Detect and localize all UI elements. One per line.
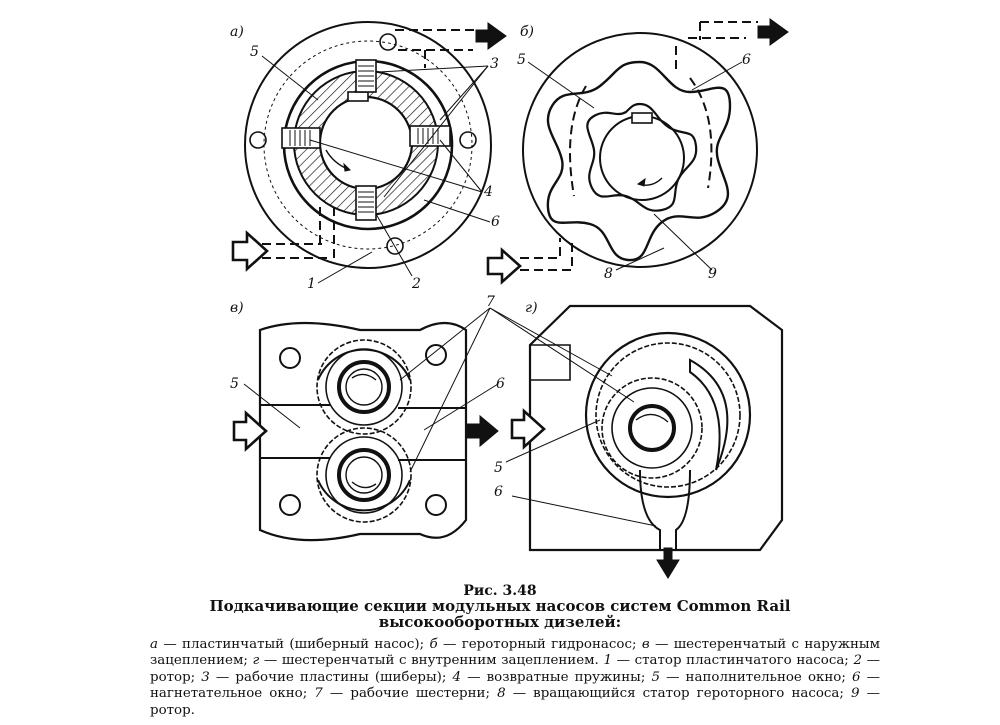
legend-key-7: 7 (314, 686, 323, 702)
legend-text-g: — шестеренчатый с внутренним зацеплением… (259, 653, 604, 669)
crescent-separator (689, 358, 729, 471)
panel-label-v: в) (230, 300, 244, 316)
upper-gear (316, 339, 412, 435)
legend-key-b: б (429, 637, 438, 652)
panel-label-g: г) (525, 300, 538, 316)
legend-text-4: — возвратные пружины; (461, 669, 652, 685)
inlet-channel (260, 404, 330, 459)
housing-bolt-br (425, 494, 447, 516)
legend-text-a: — пластинчатый (шиберный насос); (157, 637, 430, 652)
legend-text-8: — вращающийся статор героторного насоса; (505, 686, 851, 702)
figure-title-line-2: высокооборотных дизелей: (378, 613, 622, 631)
internal-pump-housing (528, 304, 784, 552)
housing-bolt-tl (279, 347, 301, 369)
outlet-duct (639, 469, 691, 550)
internal-ring-gear (584, 331, 752, 499)
housing-bolt-bl (279, 494, 301, 516)
panel-label-a: а) (230, 24, 244, 40)
outlet-arrow-a (475, 22, 507, 50)
gear-chambers (317, 348, 411, 512)
legend-key-4: 4 (452, 669, 462, 685)
bolt-hole-bottom (386, 237, 404, 255)
legend-key-9: 9 (851, 686, 860, 702)
callout-a-2: 2 (411, 276, 421, 292)
flow-path-a (262, 29, 475, 259)
gerotor-outer-stator (546, 60, 732, 262)
callout-g-6: 6 (494, 484, 503, 500)
legend-key-6: 6 (851, 669, 861, 685)
legend-text-1: — статор пластинчатого насоса; (611, 653, 854, 669)
legend-text-5: — наполнительное окно; (659, 669, 852, 685)
callout-a-4: 4 (483, 184, 493, 200)
callout-g-5: 5 (494, 460, 503, 476)
legend-key-1: 1 (603, 653, 612, 669)
figure-title-line-1: Подкачивающие секции модульных насосов с… (209, 597, 791, 615)
internal-gear-pump-diagram (489, 304, 784, 579)
leader-lines-v (243, 307, 499, 473)
inlet-arrow-v (232, 410, 268, 452)
bolt-hole-top (379, 33, 397, 51)
outlet-arrow-v (465, 414, 499, 448)
legend-key-g: г (252, 653, 260, 669)
leader-lines-b (527, 61, 743, 271)
vanes-with-springs (281, 59, 451, 221)
legend-key-v: в (641, 637, 650, 652)
inlet-arrow-g (510, 408, 546, 450)
housing-bolt-tr (425, 344, 447, 366)
legend-key-2: 2 (853, 653, 862, 669)
inlet-arrow-a (231, 230, 269, 272)
legend-text-b: — героторный гидронасос; (437, 637, 642, 652)
callout-b-8: 8 (604, 266, 613, 282)
outlet-arrow-b (757, 18, 789, 46)
leader-lines-g (489, 307, 657, 527)
figure-number: Рис. 3.48 (463, 583, 537, 599)
legend-key-5: 5 (651, 669, 660, 685)
callout-a-6: 6 (491, 214, 500, 230)
legend-text-v: — шестеренчатый с наружным зацеплением; (150, 637, 881, 669)
gerotor-pump-diagram (486, 18, 789, 285)
gear-pump-housing (258, 321, 468, 542)
callout-b-9: 9 (708, 266, 717, 282)
vane-pump-diagram (231, 21, 507, 284)
legend-text-2: — ротор; (150, 653, 880, 685)
callout-a-1: 1 (307, 276, 316, 292)
bolt-hole-right (459, 131, 477, 149)
legend-text-6: — нагнетательное окно; (150, 669, 881, 702)
legend-key-3: 3 (201, 669, 210, 685)
legend-text-3: — рабочие пластины (шиберы); (209, 669, 453, 685)
outlet-arrow-g (656, 547, 680, 579)
leader-lines-a (261, 55, 491, 284)
bolt-hole-left (249, 131, 267, 149)
outlet-channel (398, 407, 466, 461)
stator-outer-ring (244, 21, 492, 269)
external-gear-pump-diagram (232, 307, 499, 542)
legend-text-9: — ротор. (150, 686, 881, 718)
callout-a-5: 5 (250, 44, 259, 60)
inlet-arrow-b (486, 247, 522, 285)
callout-v-7: 7 (486, 294, 495, 310)
pump-sections-figure: а) б) в) г) 5 3 4 6 1 2 5 6 8 9 7 5 6 5 … (230, 18, 789, 579)
callout-v-6: 6 (496, 376, 505, 392)
callout-b-5: 5 (517, 52, 526, 68)
gerotor-shaft-bore (599, 115, 685, 201)
callout-b-6: 6 (742, 52, 751, 68)
lower-gear (316, 427, 412, 523)
internal-pinion (601, 377, 703, 479)
figure-legend: а — пластинчатый (шиберный насос); б — г… (150, 637, 880, 719)
legend-key-8: 8 (497, 686, 506, 702)
legend-text-7: — рабочие шестерни; (322, 686, 498, 702)
flow-path-b (520, 21, 758, 271)
legend-key-a: а (150, 637, 158, 652)
callout-v-5: 5 (230, 376, 239, 392)
gerotor-housing (522, 32, 758, 268)
callout-a-3: 3 (490, 56, 499, 72)
panel-label-b: б) (520, 24, 534, 40)
figure-title: Подкачивающие секции модульных насосов с… (0, 598, 1000, 630)
